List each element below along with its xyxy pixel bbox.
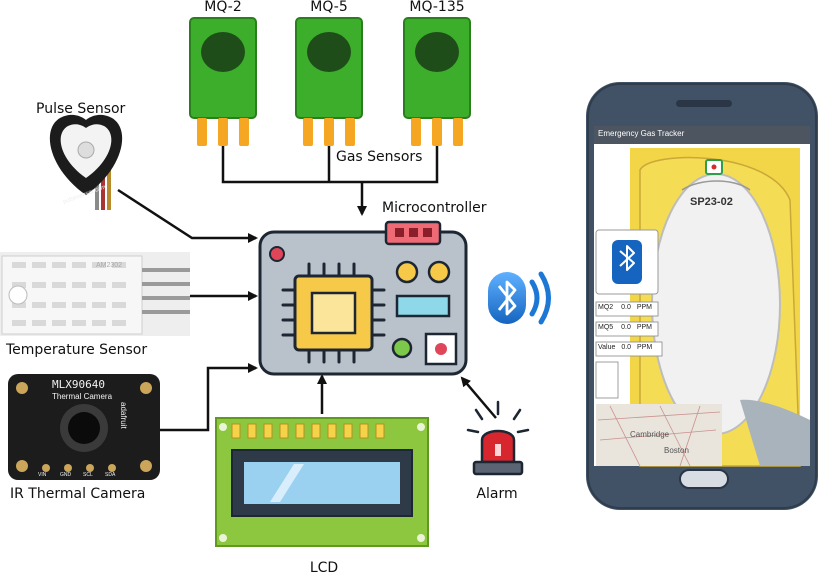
lcd-display-icon xyxy=(215,417,429,547)
reading-value: 0.0 xyxy=(621,344,632,351)
pin-gnd: GND xyxy=(60,472,72,478)
label-ir-thermal-camera: IR Thermal Camera xyxy=(10,486,146,502)
label-alarm: Alarm xyxy=(476,486,518,502)
label-microcontroller: Microcontroller xyxy=(382,200,487,216)
pin-vin: VIN xyxy=(38,472,47,478)
label-mq135: MQ-135 xyxy=(409,0,465,15)
gas-sensor-mq5 xyxy=(295,17,363,146)
smartphone xyxy=(586,82,818,510)
label-mq2: MQ-2 xyxy=(204,0,242,15)
reading-row: MQ5 0.0 PPM xyxy=(598,324,652,331)
sensor-wires xyxy=(117,188,497,432)
label-lcd: LCD xyxy=(309,560,339,576)
phone-app-title: Emergency Gas Tracker xyxy=(598,129,685,138)
pulse-sensor-image xyxy=(49,114,123,210)
camera-sub-print: Thermal Camera xyxy=(52,392,113,401)
reading-name: Value xyxy=(598,344,616,351)
reading-name: MQ5 xyxy=(598,324,614,331)
pin-sda: SDA xyxy=(105,472,116,478)
camera-model-print: MLX90640 xyxy=(52,378,105,391)
pin-scl: SCL xyxy=(83,472,93,478)
reading-value: 0.0 xyxy=(621,324,631,331)
map-label: Cambridge xyxy=(630,430,670,439)
label-pulse-sensor: Pulse Sensor xyxy=(36,101,126,117)
microcontroller-icon xyxy=(258,220,468,376)
label-temperature-sensor: Temperature Sensor xyxy=(6,342,148,358)
ir-thermal-camera-image xyxy=(8,374,160,480)
bluetooth-icon xyxy=(488,271,551,325)
camera-brand-print: adafruit xyxy=(119,402,128,429)
reading-unit: PPM xyxy=(637,344,653,351)
dht-print: AM2302 xyxy=(96,262,123,269)
gas-sensor-mq135 xyxy=(403,17,471,146)
alarm-siren-icon xyxy=(466,400,530,476)
temperature-sensor-image xyxy=(0,252,190,336)
gas-bus-wires xyxy=(221,146,439,216)
map-label: Boston xyxy=(664,446,689,455)
reading-unit: PPM xyxy=(636,324,652,331)
reading-value: 0.0 xyxy=(621,304,631,311)
reading-unit: PPM xyxy=(636,304,652,311)
reading-name: MQ2 xyxy=(598,304,614,311)
label-mq5: MQ-5 xyxy=(310,0,348,15)
label-gas-sensors: Gas Sensors xyxy=(336,149,423,165)
reading-row: Value 0.0 PPM xyxy=(598,344,652,351)
phone-device-id: SP23-02 xyxy=(690,196,733,208)
reading-row: MQ2 0.0 PPM xyxy=(598,304,652,311)
gas-sensor-mq2 xyxy=(189,17,257,146)
